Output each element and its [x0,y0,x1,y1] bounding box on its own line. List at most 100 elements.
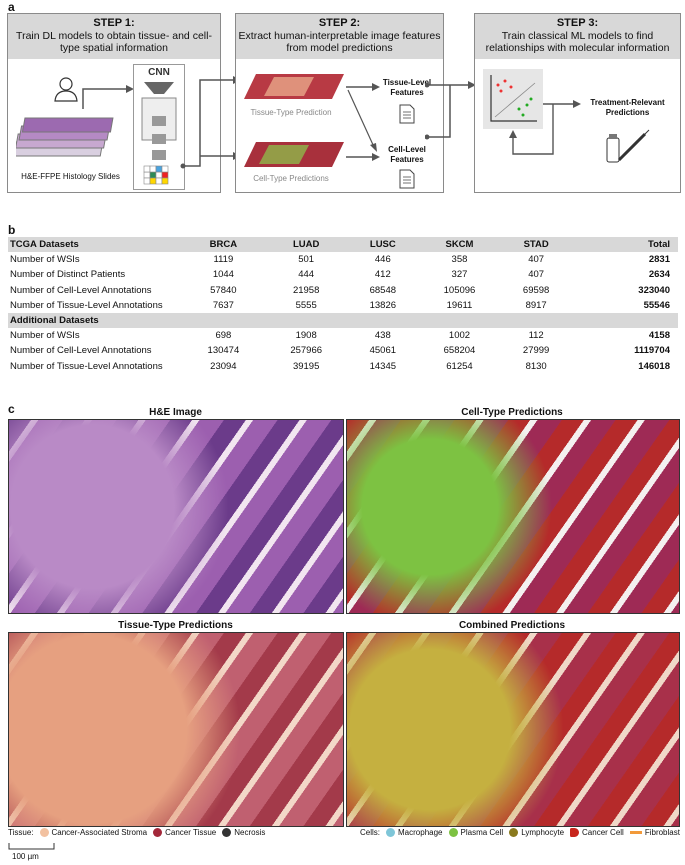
table-cell: 45061 [369,345,397,357]
table-cell: 407 [528,269,545,281]
table-cell: 69598 [522,284,550,296]
step2-desc: Extract human-interpretable image featur… [238,29,441,55]
header-cell: Additional Datasets [8,312,678,329]
scale-bar [8,843,55,850]
table-cell: 698 [215,330,232,342]
tissue-pred-label: Tissue-Type Prediction [250,108,332,117]
table-row: Number of Tissue-Level Annotations 23094… [8,359,678,374]
header-cell: Total [571,237,678,253]
document-icon [399,104,415,124]
cnn-box: CNN [133,64,185,190]
table-cell: 68548 [369,284,397,296]
step1-desc: Train DL models to obtain tissue- and ce… [16,29,212,55]
legend-item: Cancer Cell [582,828,624,837]
legend-item: Fibroblast [644,828,680,837]
step2-header: STEP 2: Extract human-interpretable imag… [236,14,443,59]
scatter-thumbnail [483,69,543,129]
legend-item: Cancer Tissue [165,828,217,837]
cell-pred-label: Cell-Type Predictions [253,174,329,183]
tissue-prediction-thumbnail [244,74,344,99]
tissue-type-image [8,632,344,827]
table-row: Number of Cell-Level Annotations 130474 … [8,343,678,358]
table-row: Number of Tissue-Level Annotations 7637 … [8,298,678,313]
cell-legend: Cells: Macrophage Plasma Cell Lymphocyte… [360,828,680,837]
table-cell: 323040 [638,284,670,296]
he-image [8,419,344,614]
table-cell: 501 [298,254,315,266]
row-label: Number of Tissue-Level Annotations [10,360,163,372]
row-label: Number of WSIs [10,330,80,342]
combined-image-title: Combined Predictions [458,620,566,631]
table-cell: 446 [374,254,391,266]
table-cell: 61254 [446,360,473,372]
table-row: Number of Cell-Level Annotations 57840 2… [8,283,678,298]
fibroblast-icon [629,831,642,834]
table-cell: 358 [451,254,468,266]
cell-type-image [346,419,680,614]
row-label: Number of Tissue-Level Annotations [10,299,163,311]
step3-desc: Train classical ML models to find relati… [485,29,670,55]
dataset-table: TCGA Datasets BRCA LUAD LUSC SKCM STAD T… [8,237,678,374]
step1-title: STEP 1: [93,17,135,29]
cell-legend-label: Cells: [360,828,381,837]
step2-title: STEP 2: [318,17,361,29]
cell-feat-label: Cell-Level Features [388,145,426,164]
document-icon [399,169,415,189]
table-cell: 1002 [448,330,471,342]
table-cell: 57840 [210,284,237,296]
macrophage-icon [386,828,396,837]
header-cell: BRCA [182,237,265,253]
table-cell: 1119704 [634,345,670,357]
cnn-label: CNN [148,67,170,78]
table-cell: 5555 [295,299,317,311]
table-cell: 2831 [648,254,670,266]
network-icon [141,82,177,185]
table-cell: 8130 [525,360,547,372]
he-image-title: H&E Image [149,407,202,418]
table-cell: 1908 [295,330,317,342]
step2-box: STEP 2: Extract human-interpretable imag… [235,13,444,193]
table-cell: 438 [374,330,391,342]
table-cell: 130474 [207,345,240,357]
row-label: Number of Cell-Level Annotations [10,284,152,296]
table-row: Number of Distinct Patients 1044 444 412… [8,267,678,282]
table-row: Number of WSIs 698 1908 438 1002 112 415… [8,328,678,343]
step2-to-step3-arrows [425,81,476,140]
row-label: Number of WSIs [10,254,80,266]
step3-header: STEP 3: Train classical ML models to fin… [475,14,680,59]
necrosis-swatch [222,828,232,837]
table-cell: 39195 [292,360,320,372]
slides-label: H&E-FFPE Histology Slides [21,172,120,181]
table-cell: 407 [528,254,545,266]
arrow-icon [82,85,134,109]
tissue-image-title: Tissue-Type Predictions [118,620,233,631]
cell-prediction-thumbnail [244,142,344,167]
header-cell: STAD [500,237,572,253]
legend-item: Necrosis [234,828,266,837]
syringe-vial-icon [606,129,650,163]
table-cell: 412 [374,269,391,281]
legend-item: Macrophage [398,828,443,837]
table-cell: 327 [451,269,468,281]
tissue-legend: Tissue: Cancer-Associated Stroma Cancer … [8,828,265,837]
table-cell: 21958 [292,284,320,296]
prediction-to-feature-arrows [346,83,380,161]
legend-item: Cancer-Associated Stroma [51,828,148,837]
table-cell: 1119 [213,254,234,266]
histology-slides-icon [16,117,114,157]
cancer-tissue-swatch [153,828,163,837]
table-cell: 8917 [525,299,547,311]
row-label: Number of Distinct Patients [10,269,126,281]
table-cell: 146018 [638,360,670,372]
treatment-predictions-label: Treatment-Relevant Predictions [590,98,665,117]
table-cell: 7637 [212,299,234,311]
table-cell: 112 [528,330,544,342]
cancer-cell-icon [570,828,580,837]
header-cell: SKCM [418,237,501,253]
tissue-legend-label: Tissue: [8,828,34,837]
lymphocyte-icon [509,828,519,837]
table-cell: 27999 [522,345,550,357]
table-cell: 19611 [446,299,473,311]
table-cell: 14345 [369,360,397,372]
table-cell: 105096 [443,284,476,296]
